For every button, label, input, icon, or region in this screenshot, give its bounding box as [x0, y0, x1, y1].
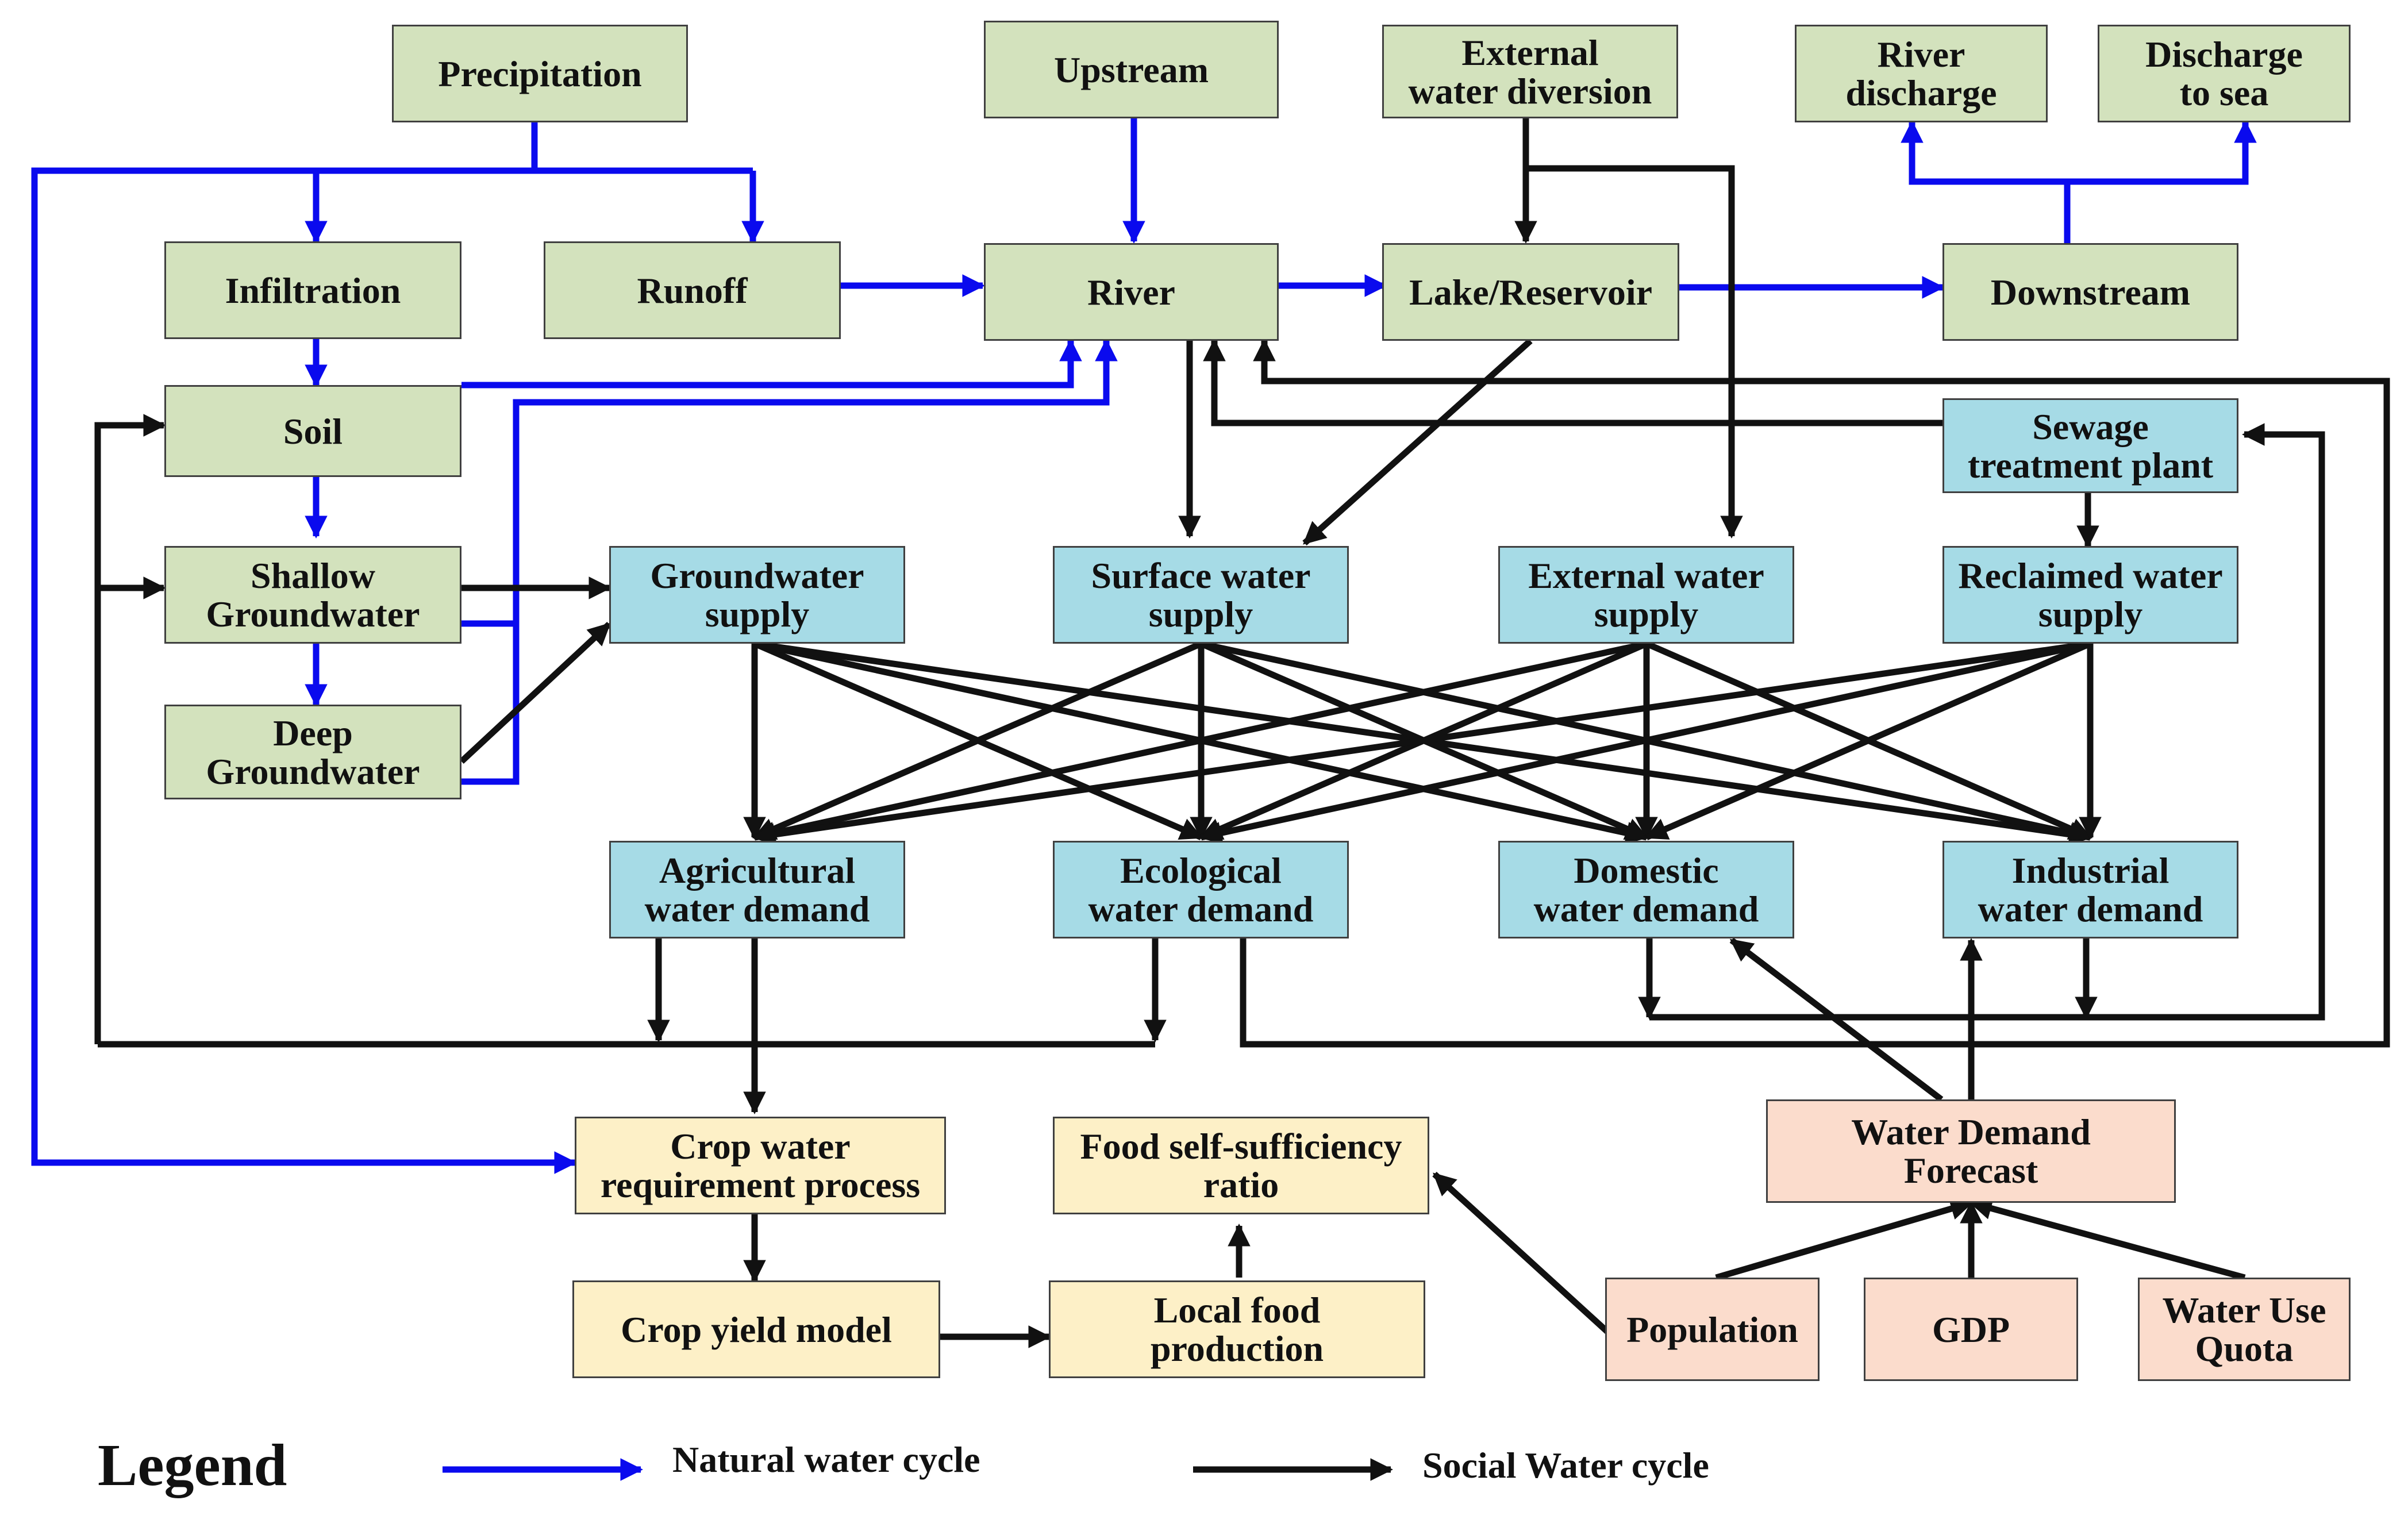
node-lake-reservoir: Lake/Reservoir	[1382, 243, 1679, 341]
node-ecological-water-demand: Ecological water demand	[1053, 841, 1349, 938]
node-shallow-groundwater: Shallow Groundwater	[164, 546, 461, 644]
sewage-to-river-arrow	[1203, 339, 1942, 426]
node-river: River	[984, 243, 1279, 341]
node-domestic-water-demand: Domestic water demand	[1498, 841, 1794, 938]
population-to-forecast-arrow	[1715, 1198, 1974, 1281]
node-reclaimed-water-supply: Reclaimed water supply	[1942, 546, 2238, 644]
node-local-food-production: Local food production	[1049, 1280, 1425, 1378]
domestic-industrial-bus	[1649, 423, 2325, 1021]
groundwater-to-river-arrow	[461, 339, 1118, 627]
node-sewage-treatment-plant: Sewage treatment plant	[1942, 398, 2238, 493]
legend-natural-label: Natural water cycle	[672, 1439, 980, 1480]
node-groundwater-supply: Groundwater supply	[609, 546, 905, 644]
node-food-self-sufficiency-ratio: Food self-sufficiency ratio	[1053, 1117, 1429, 1214]
external-to-agricultural-arrow	[752, 640, 1648, 844]
reclaimed-to-domestic-arrow	[1644, 640, 2092, 841]
node-soil: Soil	[164, 385, 461, 477]
quota-to-forecast-arrow	[1969, 1197, 2246, 1281]
node-upstream: Upstream	[984, 21, 1279, 118]
lake-to-surface-supply-arrow	[1302, 338, 1533, 546]
soil-to-river-arrow	[461, 339, 1082, 389]
legend-title: Legend	[98, 1432, 287, 1498]
node-river-discharge: River discharge	[1795, 25, 2048, 122]
node-deep-groundwater: Deep Groundwater	[164, 705, 461, 799]
surface-to-agricultural-arrow	[752, 640, 1203, 841]
supply-demand-mesh	[743, 640, 2102, 846]
node-surface-water-supply: Surface water supply	[1053, 546, 1349, 644]
reclaimed-to-agricultural-arrow	[752, 640, 2091, 846]
soil-return-arrow	[94, 414, 166, 1044]
forecast-to-domestic-arrow	[1729, 937, 1944, 1102]
node-runoff: Runoff	[544, 241, 841, 339]
downstream-split-line	[1901, 120, 2071, 243]
node-infiltration: Infiltration	[164, 241, 461, 339]
diversion-to-external-supply-arrow	[1526, 165, 1743, 539]
downstream-to-sea-arrow	[2067, 120, 2257, 185]
deep-to-gw-supply-arrow	[459, 621, 611, 764]
node-water-use-quota: Water Use Quota	[2138, 1278, 2351, 1381]
precip-to-crop-water-arrow	[31, 167, 577, 1174]
node-external-water-supply: External water supply	[1498, 546, 1794, 644]
node-precipitation: Precipitation	[392, 25, 688, 122]
node-downstream: Downstream	[1942, 243, 2238, 341]
node-discharge-to-sea: Discharge to sea	[2098, 25, 2351, 122]
deep-to-river-line	[461, 624, 520, 785]
node-external-water-diversion: External water diversion	[1382, 25, 1678, 118]
node-water-demand-forecast: Water Demand Forecast	[1766, 1099, 2176, 1203]
node-gdp: GDP	[1864, 1278, 2078, 1381]
population-to-ratio-arrow	[1432, 1171, 1611, 1336]
eco-to-river-return-arrow	[1240, 339, 2390, 1048]
node-population: Population	[1605, 1278, 1820, 1381]
node-crop-yield-model: Crop yield model	[572, 1280, 940, 1378]
node-industrial-water-demand: Industrial water demand	[1942, 841, 2238, 938]
node-agricultural-water-demand: Agricultural water demand	[609, 841, 905, 938]
legend-social-label: Social Water cycle	[1422, 1445, 1709, 1486]
node-crop-water-requirement-process: Crop water requirement process	[575, 1117, 946, 1214]
reclaimed-to-ecological-arrow	[1199, 640, 2091, 844]
